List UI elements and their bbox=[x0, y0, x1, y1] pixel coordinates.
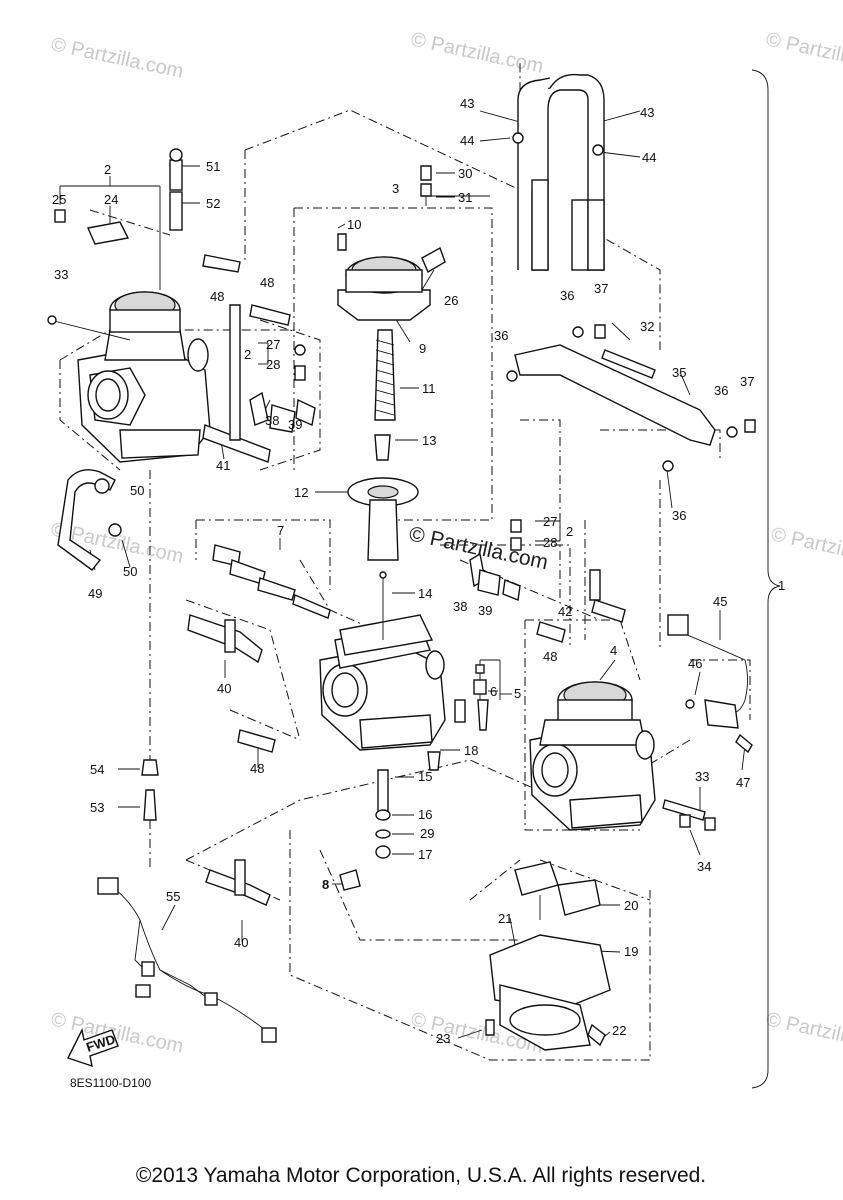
callout-50: 50 bbox=[130, 483, 144, 498]
callout-14: 14 bbox=[418, 586, 432, 601]
copyright-notice: ©2013 Yamaha Motor Corporation, U.S.A. A… bbox=[136, 1164, 706, 1187]
callout-28: 28 bbox=[266, 357, 280, 372]
callout-49: 49 bbox=[88, 586, 102, 601]
callout-22: 22 bbox=[612, 1023, 626, 1038]
callout-30: 30 bbox=[458, 166, 472, 181]
callout-33: 33 bbox=[695, 769, 709, 784]
callout-9: 9 bbox=[419, 341, 426, 356]
callout-53: 53 bbox=[90, 800, 104, 815]
watermark-text: © Partzilla.com bbox=[49, 33, 185, 83]
callout-43: 43 bbox=[640, 105, 654, 120]
right-carburetor bbox=[529, 681, 656, 831]
watermark-text: © Partzilla.com bbox=[764, 1008, 843, 1058]
throttle-sensor bbox=[667, 614, 753, 754]
callout-44: 44 bbox=[642, 150, 656, 165]
callout-36: 36 bbox=[714, 383, 728, 398]
callout-43: 43 bbox=[460, 96, 474, 111]
callout-52: 52 bbox=[206, 196, 220, 211]
assembly-bracket bbox=[751, 69, 781, 1089]
callout-33: 33 bbox=[54, 267, 68, 282]
callout-55: 55 bbox=[166, 889, 180, 904]
throttle-linkage bbox=[506, 324, 756, 472]
callout-21: 21 bbox=[498, 911, 512, 926]
leader-lines bbox=[59, 110, 746, 1041]
callout-18: 18 bbox=[464, 743, 478, 758]
callout-36: 36 bbox=[494, 328, 508, 343]
callout-10: 10 bbox=[347, 217, 361, 232]
callout-38: 38 bbox=[265, 413, 279, 428]
callout-17: 17 bbox=[418, 847, 432, 862]
callout-48: 48 bbox=[543, 649, 557, 664]
callout-6: 6 bbox=[490, 684, 497, 699]
callout-25: 25 bbox=[52, 192, 66, 207]
callout-4: 4 bbox=[610, 643, 617, 658]
callout-28: 28 bbox=[543, 535, 557, 550]
callout-41: 41 bbox=[216, 458, 230, 473]
callout-labels: 1 2 2 2 3 4 5 6 7 8 9 10 11 12 13 14 15 … bbox=[52, 96, 785, 1046]
callout-44: 44 bbox=[460, 133, 474, 148]
callout-39: 39 bbox=[288, 417, 302, 432]
callout-40: 40 bbox=[234, 935, 248, 950]
callout-29: 29 bbox=[420, 826, 434, 841]
left-carburetor bbox=[47, 291, 211, 463]
small-parts bbox=[54, 148, 716, 906]
callout-54: 54 bbox=[90, 762, 104, 777]
callout-51: 51 bbox=[206, 159, 220, 174]
watermark-text: © Partzilla.com bbox=[764, 28, 843, 78]
callout-48: 48 bbox=[250, 761, 264, 776]
callout-45: 45 bbox=[713, 594, 727, 609]
callout-24: 24 bbox=[104, 192, 118, 207]
callout-46: 46 bbox=[688, 656, 702, 671]
callout-31: 31 bbox=[458, 190, 472, 205]
callout-37: 37 bbox=[740, 374, 754, 389]
float-bowl-assembly bbox=[485, 861, 611, 1051]
callout-19: 19 bbox=[624, 944, 638, 959]
callout-23: 23 bbox=[436, 1031, 450, 1046]
callout-15: 15 bbox=[418, 769, 432, 784]
wire-harness bbox=[97, 877, 277, 1043]
callout-2: 2 bbox=[244, 347, 251, 362]
callout-27: 27 bbox=[266, 337, 280, 352]
watermark-text: © Partzilla.com bbox=[409, 28, 545, 78]
callout-47: 47 bbox=[736, 775, 750, 790]
callout-11: 11 bbox=[422, 381, 436, 396]
callout-50: 50 bbox=[123, 564, 137, 579]
diaphragm-assembly bbox=[337, 165, 446, 640]
callout-16: 16 bbox=[418, 807, 432, 822]
callout-36: 36 bbox=[560, 288, 574, 303]
callout-32: 32 bbox=[640, 319, 654, 334]
watermark-text: © Partzilla.com bbox=[769, 523, 843, 573]
callout-42: 42 bbox=[558, 604, 572, 619]
callout-1: 1 bbox=[778, 578, 785, 593]
callout-8: 8 bbox=[322, 877, 329, 892]
callout-37: 37 bbox=[594, 281, 608, 296]
callout-36: 36 bbox=[672, 508, 686, 523]
callout-34: 34 bbox=[697, 859, 711, 874]
callout-27: 27 bbox=[543, 514, 557, 529]
callout-3: 3 bbox=[392, 181, 399, 196]
callout-2: 2 bbox=[104, 162, 111, 177]
callout-39: 39 bbox=[478, 603, 492, 618]
callout-48: 48 bbox=[210, 289, 224, 304]
callout-48: 48 bbox=[260, 275, 274, 290]
vent-hoses bbox=[512, 73, 605, 271]
callout-20: 20 bbox=[624, 898, 638, 913]
forward-direction-arrow: FWD bbox=[67, 1027, 119, 1068]
diagram-code: 8ES1100-D100 bbox=[70, 1076, 151, 1090]
watermark-text: © Partzilla.com bbox=[49, 1008, 185, 1058]
callout-5: 5 bbox=[514, 686, 521, 701]
callout-2: 2 bbox=[566, 524, 573, 539]
callout-13: 13 bbox=[422, 433, 436, 448]
center-carburetor bbox=[319, 614, 466, 751]
callout-26: 26 bbox=[444, 293, 458, 308]
callout-35: 35 bbox=[672, 365, 686, 380]
callout-7: 7 bbox=[277, 523, 284, 538]
callout-12: 12 bbox=[294, 485, 308, 500]
callout-40: 40 bbox=[217, 681, 231, 696]
callout-38: 38 bbox=[453, 599, 467, 614]
